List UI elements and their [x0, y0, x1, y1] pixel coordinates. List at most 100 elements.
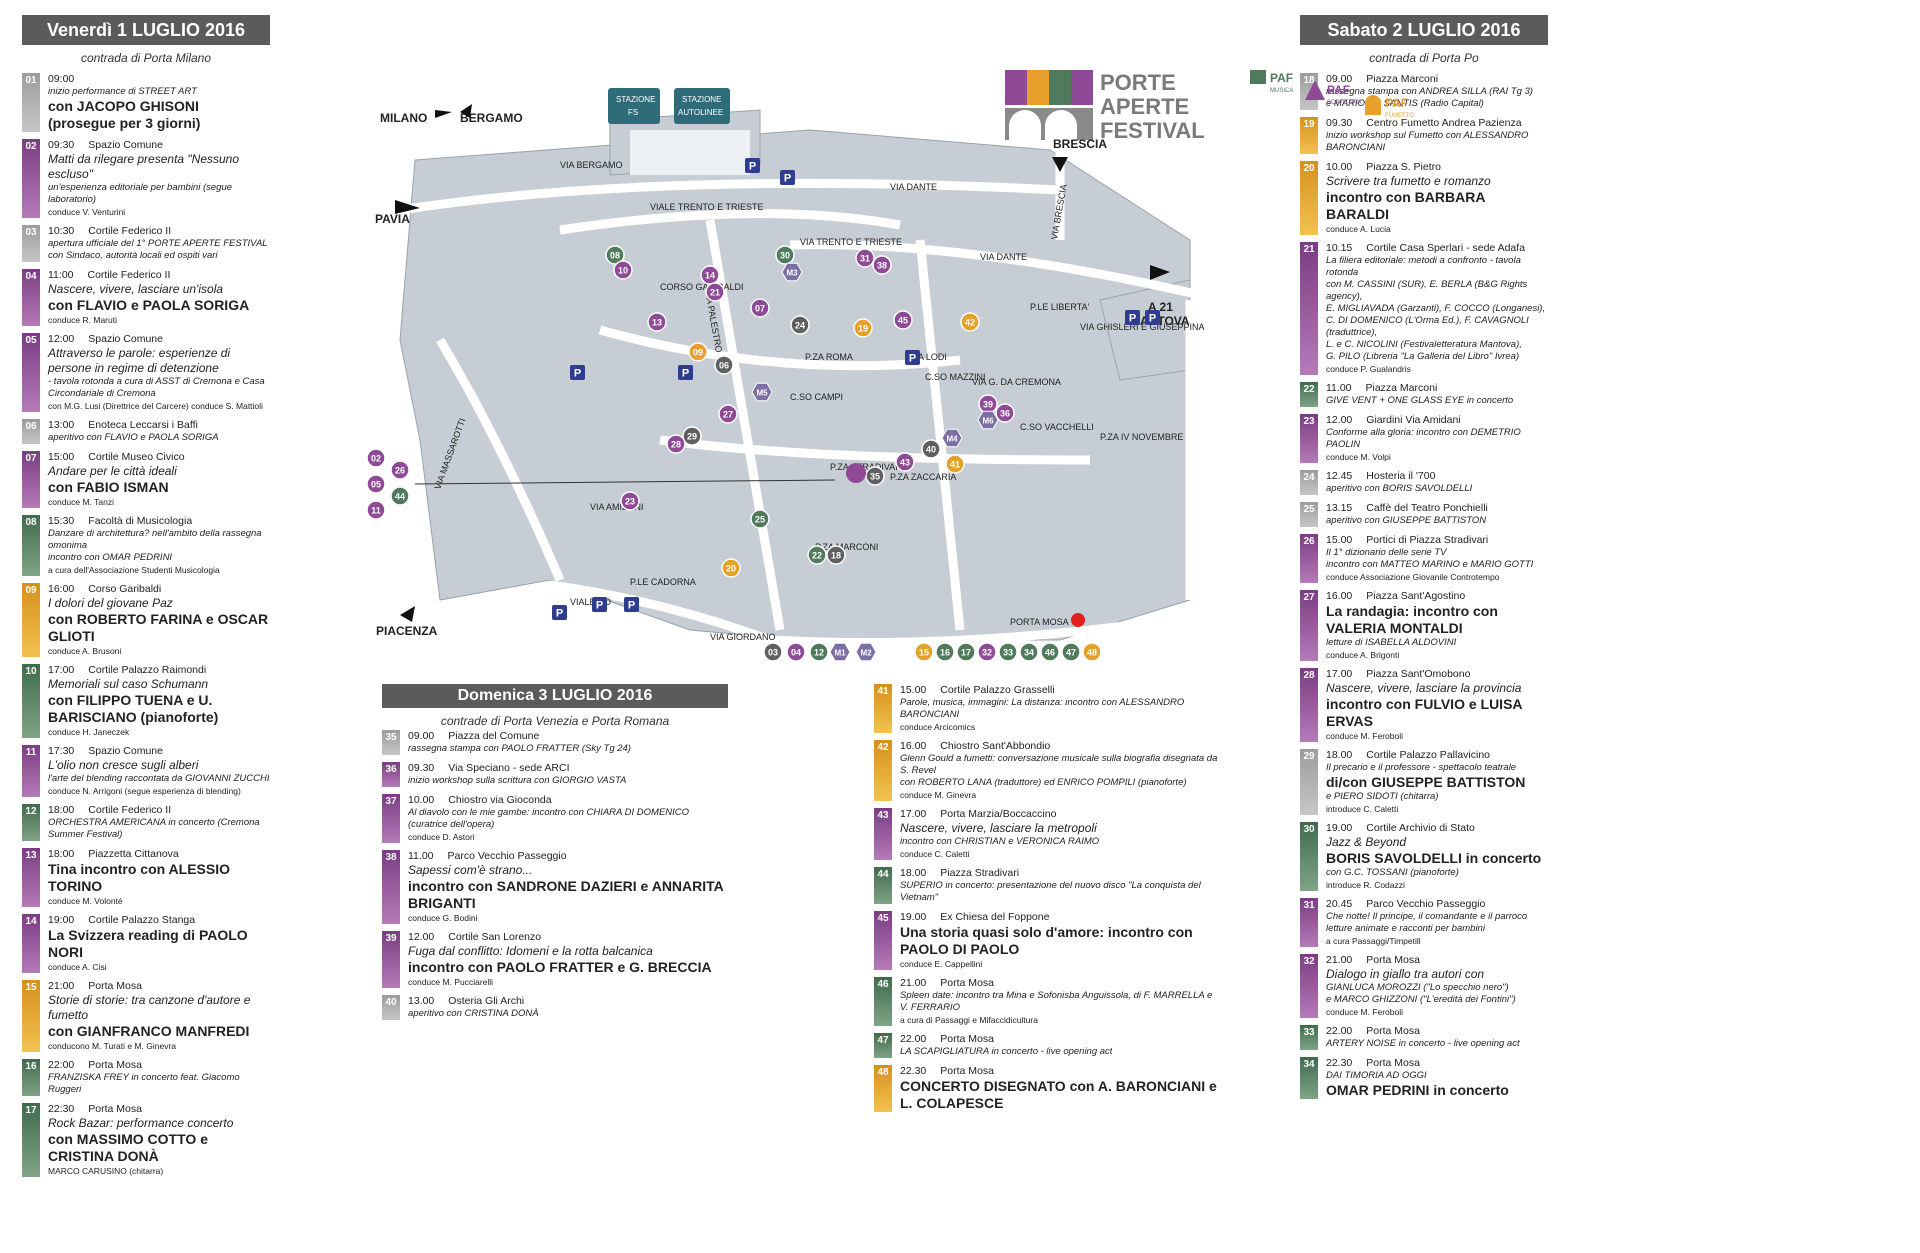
event-number-badge: 06 — [22, 419, 40, 444]
hexagon-icon — [781, 262, 803, 282]
event-time: 18.00 — [1326, 749, 1353, 761]
pointer-line — [414, 479, 836, 485]
event-time: 09:30 — [48, 139, 75, 151]
event-time-place: 16.00 Piazza Sant'Agostino — [1326, 590, 1548, 603]
event-place: Centro Fumetto Andrea Pazienza — [1366, 117, 1522, 129]
marker-circle — [390, 486, 410, 506]
event-marker-21: 21 — [705, 282, 725, 302]
event-place: Cortile Palazzo Pallavicino — [1366, 749, 1491, 761]
event-marker-06: 06 — [714, 355, 734, 375]
event-line: conduce A. Lucia — [1326, 224, 1391, 234]
event-number-badge: 40 — [382, 995, 400, 1020]
marker-number: 09 — [693, 348, 703, 358]
event-line: con G.C. TOSSANI (pianoforte) — [1326, 867, 1459, 878]
paf-fumetto-icon — [1365, 95, 1381, 115]
marker-circle — [1061, 642, 1081, 662]
event-line: conduce C. Caletti — [900, 849, 970, 859]
logo-line3: FESTIVAL — [1100, 118, 1205, 143]
event-line: Matti da rilegare presenta "Nessuno escl… — [48, 152, 240, 181]
marker-circle — [390, 460, 410, 480]
parking-square — [570, 365, 585, 380]
marker-number: 05 — [371, 480, 381, 490]
street-dante-line — [789, 240, 1202, 300]
event-line: e MARCO GHIZZONI ("L'eredità dei Fontini… — [1326, 994, 1516, 1005]
event-place: Piazzetta Cittanova — [88, 848, 179, 860]
event-place: Piazza Sant'Agostino — [1366, 590, 1466, 602]
event-line: inizio workshop sul Fumetto con ALESSAND… — [1326, 130, 1529, 153]
event-line: Andare per le città ideali — [48, 464, 177, 478]
event-time: 22.00 — [1326, 1025, 1353, 1037]
street-label-cadorna: P.LE CADORNA — [630, 577, 696, 587]
event-number-badge: 17 — [22, 1103, 40, 1177]
event-marker-24: 24 — [790, 315, 810, 335]
music-marker-label: M2 — [860, 649, 872, 658]
event-marker-10: 10 — [613, 260, 633, 280]
event-line: conduce Associazione Giovanile Controtem… — [1326, 572, 1500, 582]
sunday-contrada: contrade di Porta Venezia e Porta Romana — [440, 714, 670, 728]
parking-icon: P — [552, 605, 567, 620]
event-line: conduce N. Arrigoni (segue esperienza di… — [48, 786, 241, 796]
parking-letter: P — [749, 161, 756, 173]
event-line: OMAR PEDRINI in concerto — [1326, 1082, 1509, 1098]
event-number-badge: 10 — [22, 664, 40, 738]
event-number-badge: 38 — [382, 850, 400, 924]
marker-number: 04 — [791, 648, 801, 658]
station-fs-line2: FS — [628, 108, 638, 117]
event-place: Portici di Piazza Stradivari — [1366, 534, 1489, 546]
parking-square — [780, 170, 795, 185]
event-place: Piazza S. Pietro — [1366, 161, 1441, 173]
event-time: 16:00 — [48, 583, 75, 595]
street-label-garibaldi: CORSO GARIBALDI — [660, 282, 744, 292]
marker-number: 34 — [1024, 648, 1034, 658]
street-trento-line — [559, 209, 901, 235]
arrow-pavia-icon — [395, 200, 420, 214]
event-line: GIVE VENT + ONE GLASS EYE in concerto — [1326, 395, 1514, 406]
marker-number: 24 — [795, 321, 805, 331]
marker-number: 47 — [1066, 648, 1076, 658]
parking-square — [905, 350, 920, 365]
event-number-badge: 43 — [874, 808, 892, 860]
event-time: 16.00 — [900, 740, 927, 752]
paf-scrittura-sub: SCRITTURA — [1327, 100, 1361, 106]
music-marker-M1: M1 — [829, 642, 851, 662]
event-time-place: 18.00 Cortile Palazzo Pallavicino — [1326, 749, 1525, 762]
event-marker-14: 14 — [700, 265, 720, 285]
marker-number: 45 — [898, 316, 908, 326]
marker-circle — [998, 642, 1018, 662]
event-time: 22:30 — [48, 1103, 75, 1115]
street-label-novembre: P.ZA IV NOVEMBRE — [1100, 432, 1183, 442]
event-line: conduce M. Feroboli — [1326, 731, 1404, 741]
event-line: aperitivo con GIUSEPPE BATTISTON — [1326, 515, 1487, 526]
event-time: 16.00 — [1326, 590, 1353, 602]
event-line: - tavola rotonda a cura di ASST di Cremo… — [48, 376, 265, 399]
marker-circle — [945, 454, 965, 474]
event-time: 09.30 — [1326, 117, 1353, 129]
event-line: Storie di storie: tra canzone d'autore e… — [48, 993, 251, 1022]
city-label-brescia: BRESCIA — [1053, 137, 1107, 151]
event-time: 13.15 — [1326, 502, 1353, 514]
marker-number: 02 — [371, 454, 381, 464]
